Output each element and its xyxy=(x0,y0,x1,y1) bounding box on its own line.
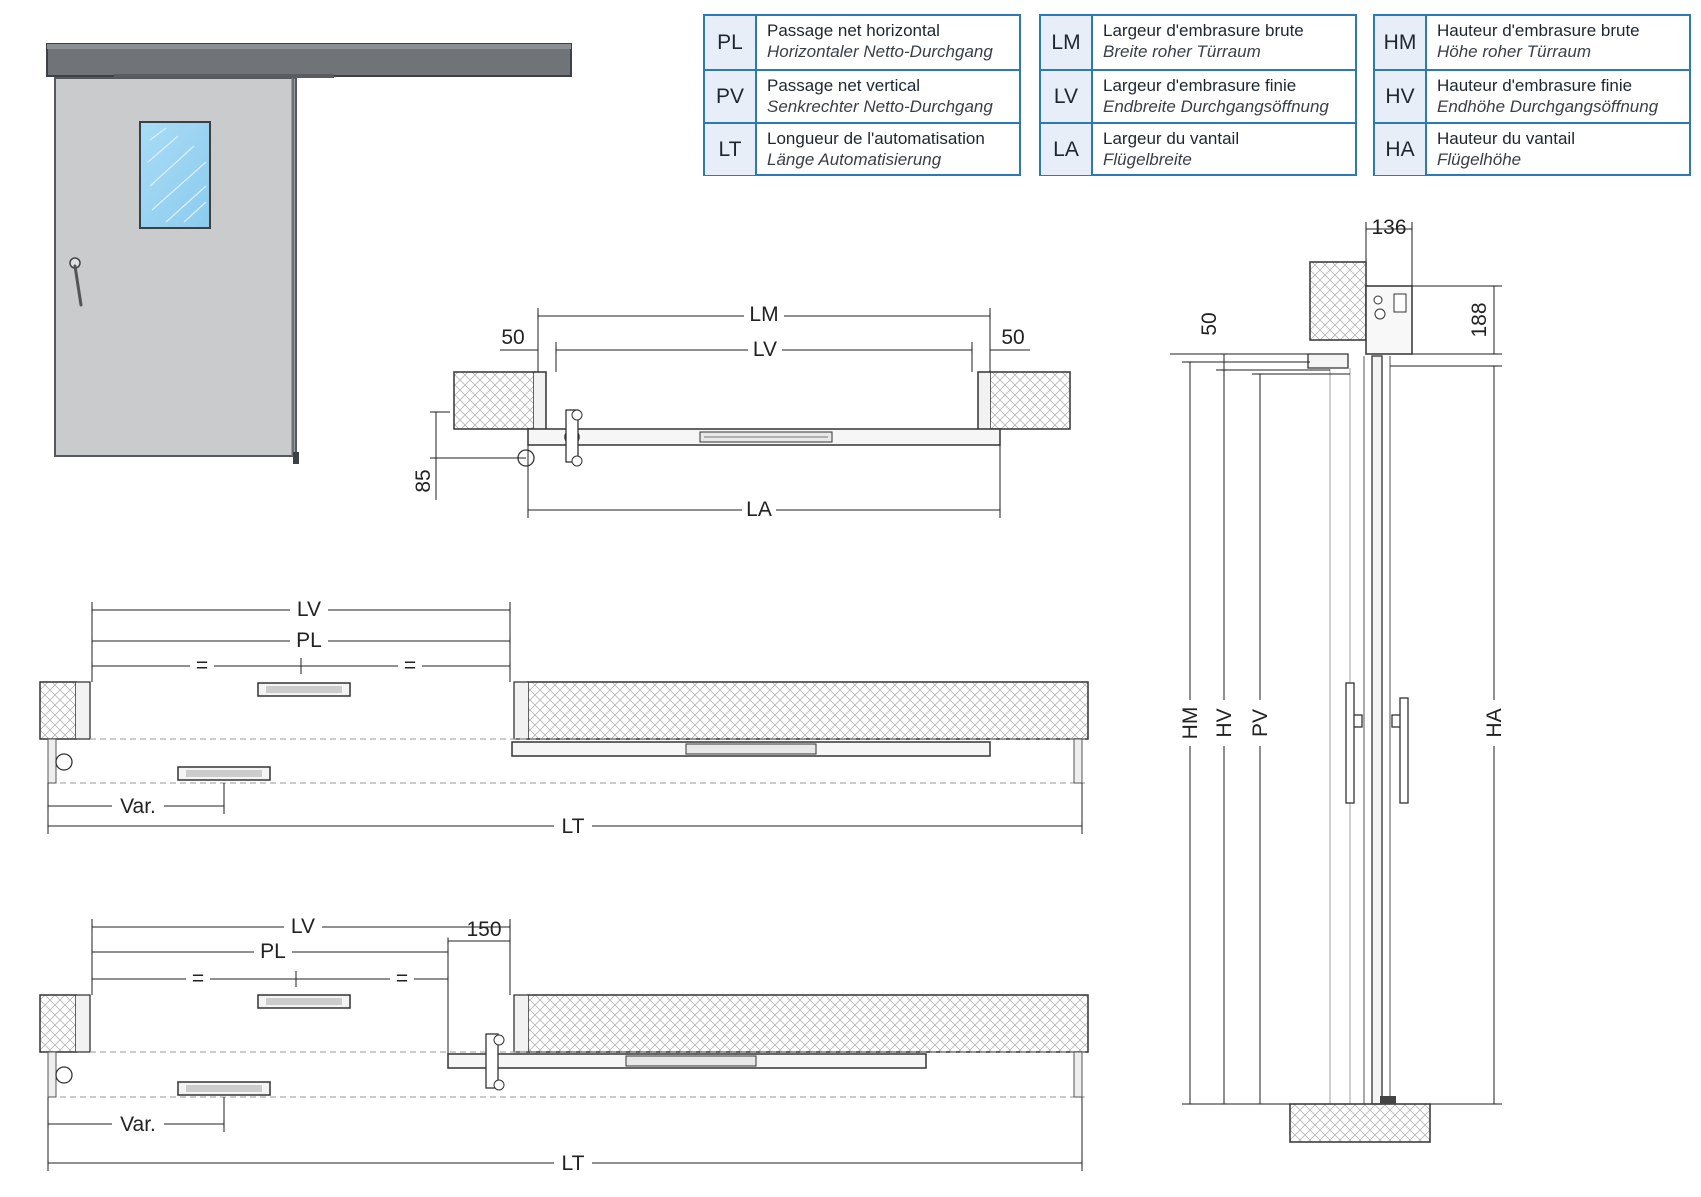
legend-table-3: HM Hauteur d'embrasure brute Höhe roher … xyxy=(1373,14,1691,176)
legend-row: HA Hauteur du vantail Flügelhöhe xyxy=(1375,122,1689,175)
legend-german: Horizontaler Netto-Durchgang xyxy=(767,42,993,61)
legend-german: Senkrechter Netto-Durchgang xyxy=(767,97,993,116)
dim-lt-mid: LT xyxy=(562,815,585,838)
dim-hm: HM xyxy=(1179,707,1202,740)
legend-german: Endhöhe Durchgangsöffnung xyxy=(1437,97,1659,116)
legend-german: Flügelhöhe xyxy=(1437,150,1522,169)
door-vision-window xyxy=(139,121,211,229)
legend-row: LT Longueur de l'automatisation Länge Au… xyxy=(705,122,1019,175)
eq-left-mid: = xyxy=(196,654,208,677)
door-elevation xyxy=(46,43,572,464)
dim-left-50: 50 xyxy=(501,326,524,349)
legend-code: LA xyxy=(1041,124,1093,175)
legend-french: Largeur d'embrasure finie xyxy=(1103,76,1297,95)
legend-code: PV xyxy=(705,71,757,122)
section-door-leaf xyxy=(1371,355,1383,1105)
legend-french: Hauteur d'embrasure finie xyxy=(1437,76,1633,95)
wall-right-mid xyxy=(527,681,1089,740)
dim-right-50: 50 xyxy=(1001,326,1024,349)
legend-german: Flügelbreite xyxy=(1103,150,1192,169)
legend-row: LV Largeur d'embrasure finie Endbreite D… xyxy=(1041,69,1355,122)
dim-85: 85 xyxy=(412,469,435,492)
section-handle xyxy=(1345,682,1409,804)
legend-code: LV xyxy=(1041,71,1093,122)
eq-right-mid: = xyxy=(404,654,416,677)
door-track-housing xyxy=(46,43,572,77)
plan-mid: LV PL = = Var. LT xyxy=(39,596,1089,838)
dim-la: LA xyxy=(746,498,772,521)
dim-lv-mid: LV xyxy=(297,598,321,621)
legend-german: Höhe roher Türraum xyxy=(1437,42,1592,61)
dim-hv: HV xyxy=(1213,708,1236,737)
legend-french: Largeur d'embrasure brute xyxy=(1103,21,1304,40)
legend-code: PL xyxy=(705,16,757,69)
dim-lt-bot: LT xyxy=(562,1152,585,1175)
legend-code: LM xyxy=(1041,16,1093,69)
legend-code: HM xyxy=(1375,16,1427,69)
dim-pl-mid: PL xyxy=(296,629,322,652)
vertical-section: 136 188 50 HM HV PV HA xyxy=(1170,216,1506,1143)
legend-french: Hauteur du vantail xyxy=(1437,129,1575,148)
dim-pv: PV xyxy=(1249,709,1272,737)
legend-code: HA xyxy=(1375,124,1427,175)
dim-lv-bot: LV xyxy=(291,915,315,938)
eq-right-bot: = xyxy=(396,967,408,990)
legend-code: LT xyxy=(705,124,757,175)
legend-table-2: LM Largeur d'embrasure brute Breite rohe… xyxy=(1039,14,1357,176)
legend-german: Endbreite Durchgangsöffnung xyxy=(1103,97,1329,116)
legend-french: Longueur de l'automatisation xyxy=(767,129,985,148)
dim-136: 136 xyxy=(1371,216,1406,239)
dim-50-section: 50 xyxy=(1198,312,1221,335)
plan-bot: LV PL 150 = = Var. LT xyxy=(39,913,1089,1176)
dim-pl-bot: PL xyxy=(260,940,286,963)
section-lintel xyxy=(1309,261,1367,341)
legend-french: Hauteur d'embrasure brute xyxy=(1437,21,1640,40)
legend-french: Passage net vertical xyxy=(767,76,921,95)
legend-row: PV Passage net vertical Senkrechter Nett… xyxy=(705,69,1019,122)
dim-150: 150 xyxy=(466,918,501,941)
legend-german: Breite roher Türraum xyxy=(1103,42,1261,61)
door-handle xyxy=(73,264,83,307)
legend-french: Largeur du vantail xyxy=(1103,129,1240,148)
wall-left xyxy=(453,371,535,430)
wall-right xyxy=(989,371,1071,430)
dim-var-mid: Var. xyxy=(120,795,156,818)
dim-lm: LM xyxy=(749,303,778,326)
eq-left-bot: = xyxy=(192,967,204,990)
wall-left-mid xyxy=(39,681,77,740)
legend-french: Passage net horizontal xyxy=(767,21,940,40)
legend-row: LA Largeur du vantail Flügelbreite xyxy=(1041,122,1355,175)
dim-var-bot: Var. xyxy=(120,1113,156,1136)
wall-left-bot xyxy=(39,994,77,1053)
legend-row: HM Hauteur d'embrasure brute Höhe roher … xyxy=(1375,16,1689,69)
wall-right-bot xyxy=(527,994,1089,1053)
legend-row: PL Passage net horizontal Horizontaler N… xyxy=(705,16,1019,69)
dim-ha: HA xyxy=(1483,708,1506,737)
section-floor xyxy=(1289,1103,1431,1143)
legend-row: LM Largeur d'embrasure brute Breite rohe… xyxy=(1041,16,1355,69)
legend-table-1: PL Passage net horizontal Horizontaler N… xyxy=(703,14,1021,176)
legend-row: HV Hauteur d'embrasure finie Endhöhe Dur… xyxy=(1375,69,1689,122)
legend-code: HV xyxy=(1375,71,1427,122)
legend-german: Länge Automatisierung xyxy=(767,150,942,169)
plan-top: LM LV LA 50 50 85 xyxy=(412,302,1071,522)
dim-188: 188 xyxy=(1468,302,1491,337)
dim-lv: LV xyxy=(753,338,777,361)
